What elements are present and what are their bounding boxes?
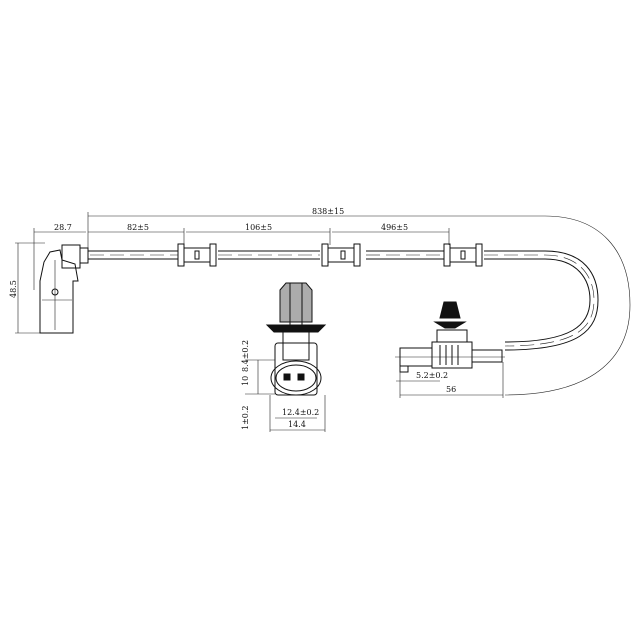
- dim-sensor-pin: 5.2±0.2: [416, 371, 448, 380]
- left-sensor-head: [39, 244, 89, 334]
- dim-connector-top: 8.4±0.2: [241, 340, 250, 372]
- dim-connector-inner-width: 12.4±0.2: [282, 408, 319, 417]
- cable: [88, 250, 599, 351]
- dim-left-offset: 28.7: [54, 223, 72, 232]
- dim-segment-2: 106±5: [245, 223, 272, 232]
- dim-sensor-length: 56: [446, 385, 456, 394]
- dim-connector-height: 10: [241, 376, 250, 386]
- dim-connector-outer-width: 14.4: [288, 420, 306, 429]
- total-length-dimension: 838±15: [87, 207, 631, 396]
- dim-total-length: 838±15: [312, 207, 344, 216]
- connector-front-view: 8.4±0.2 10 12.4±0.2 14.4 1±0.2: [241, 282, 327, 432]
- dim-segment-3: 496±5: [381, 223, 408, 232]
- cable-clips: [177, 243, 483, 267]
- dim-connector-bottom: 1±0.2: [241, 405, 250, 430]
- right-sensor: 5.2±0.2 56: [395, 301, 505, 398]
- dim-left-height: 48.5: [9, 280, 18, 298]
- segment-dimensions: 28.7 82±5 106±5 496±5: [33, 223, 450, 290]
- dim-segment-1: 82±5: [127, 223, 149, 232]
